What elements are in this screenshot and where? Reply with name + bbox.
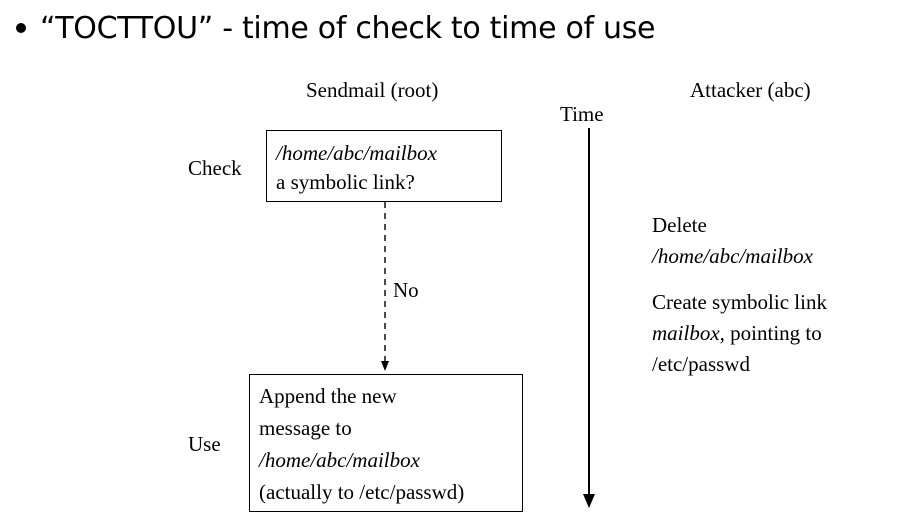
use-line-4: (actually to /etc/passwd) xyxy=(259,480,465,504)
sendmail-header: Sendmail (root) xyxy=(306,78,439,102)
check-path: /home/abc/mailbox xyxy=(276,141,437,165)
create-line-2-italic: mailbox xyxy=(652,321,720,345)
check-box xyxy=(266,130,502,202)
no-label: No xyxy=(393,278,419,302)
create-line-3: /etc/passwd xyxy=(652,352,750,376)
delete-line-1: Delete xyxy=(652,213,707,237)
use-box xyxy=(249,374,523,512)
bullet-text: “TOCTTOU” - time of check to time of use xyxy=(40,10,656,46)
attacker-header: Attacker (abc) xyxy=(690,78,811,102)
create-line-1: Create symbolic link xyxy=(652,290,827,314)
use-line-3: /home/abc/mailbox xyxy=(259,448,420,472)
use-line-2: message to xyxy=(259,416,352,440)
use-line-1: Append the new xyxy=(259,384,397,408)
slide-bullet: “TOCTTOU” - time of check to time of use xyxy=(14,6,656,50)
dashed-arrowhead-icon xyxy=(381,361,389,371)
create-line-2-rest: , pointing to xyxy=(719,321,822,345)
bullet-dot-icon xyxy=(16,23,26,33)
dashed-arrow xyxy=(381,202,389,371)
time-arrow xyxy=(583,128,595,508)
time-header: Time xyxy=(560,102,604,126)
check-label: Check xyxy=(188,156,242,180)
create-line-2: mailbox, pointing to xyxy=(652,321,822,346)
use-label: Use xyxy=(188,432,221,456)
delete-line-2: /home/abc/mailbox xyxy=(652,244,813,268)
time-arrowhead-icon xyxy=(583,494,595,508)
check-question: a symbolic link? xyxy=(276,170,415,194)
